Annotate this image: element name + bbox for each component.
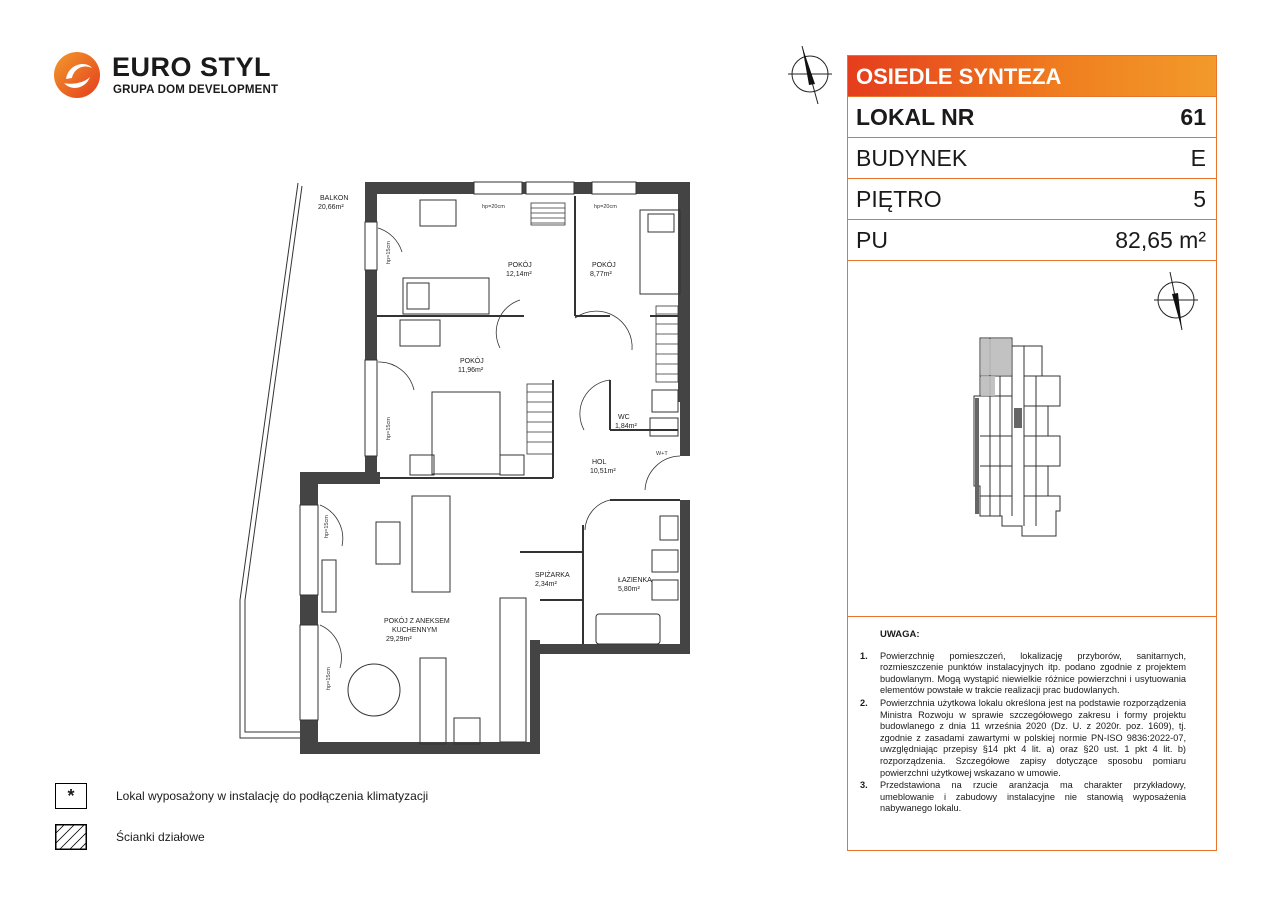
windows bbox=[299, 181, 637, 721]
info-row-lokal: LOKAL NR 61 bbox=[848, 96, 1216, 137]
room-label-lazienka: ŁAZIENKA bbox=[618, 577, 652, 584]
room-label-wc: WC bbox=[618, 414, 630, 421]
brand-logo: EURO STYL GRUPA DOM DEVELOPMENT bbox=[52, 50, 292, 102]
inner-walls bbox=[377, 196, 680, 644]
info-label: BUDYNEK bbox=[856, 144, 968, 171]
note-text: Powierzchnia użytkowa lokalu określona j… bbox=[880, 697, 1186, 778]
notes-section: UWAGA: 1. Powierzchnię pomieszczeń, loka… bbox=[848, 616, 1216, 852]
room-area-wc: 1,84m² bbox=[615, 423, 637, 430]
walls bbox=[300, 182, 690, 754]
mark-hp20-b: hp=20cm bbox=[594, 204, 617, 210]
info-value: 5 bbox=[1193, 185, 1206, 212]
room-label-pokoj3: POKÓJ bbox=[460, 356, 484, 365]
mark-wpt: W+T bbox=[656, 451, 668, 457]
note-item: 3. Przedstawiona na rzucie aranżacja ma … bbox=[860, 780, 1186, 815]
key-plan-icon bbox=[973, 337, 1061, 537]
balcony-outline bbox=[239, 182, 303, 739]
info-value: E bbox=[1190, 144, 1206, 171]
room-area-lazienka: 5,80m² bbox=[618, 586, 640, 593]
note-text: Powierzchnię pomieszczeń, lokalizację pr… bbox=[880, 650, 1186, 696]
mark-hp15-a: hp=15cm bbox=[386, 241, 392, 264]
aircon-symbol: * bbox=[55, 783, 87, 809]
note-number: 2. bbox=[860, 697, 868, 708]
info-value: 82,65 m² bbox=[1115, 226, 1206, 253]
room-area-salon: 29,29m² bbox=[386, 636, 412, 643]
room-area-pokoj2: 8,77m² bbox=[590, 271, 612, 278]
room-label-hol: HOL bbox=[592, 459, 607, 466]
room-label-salon-1: POKÓJ Z ANEKSEM bbox=[384, 616, 450, 625]
room-area-spizarka: 2,34m² bbox=[535, 581, 557, 588]
room-area-pokoj3: 11,96m² bbox=[458, 367, 484, 374]
notes-title: UWAGA: bbox=[880, 629, 920, 640]
estate-name: OSIEDLE SYNTEZA bbox=[848, 56, 1216, 96]
info-value: 61 bbox=[1180, 103, 1206, 130]
room-label-pokoj1: POKÓJ bbox=[508, 260, 532, 269]
note-item: 1. Powierzchnię pomieszczeń, lokalizację… bbox=[860, 651, 1186, 697]
logo-mark-icon bbox=[54, 52, 100, 98]
room-label-balkon: BALKON bbox=[320, 195, 348, 202]
furniture bbox=[321, 199, 681, 745]
note-text: Przedstawiona na rzucie aranżacja ma cha… bbox=[880, 780, 1186, 814]
info-row-pu: PU 82,65 m² bbox=[848, 219, 1216, 261]
legend-label: Ścianki działowe bbox=[116, 830, 205, 844]
room-area-balkon: 20,66m² bbox=[318, 204, 344, 211]
room-label-salon-2: KUCHENNYM bbox=[392, 627, 437, 634]
info-row-budynek: BUDYNEK E bbox=[848, 137, 1216, 178]
note-item: 2. Powierzchnia użytkowa lokalu określon… bbox=[860, 698, 1186, 779]
info-panel: OSIEDLE SYNTEZA LOKAL NR 61 BUDYNEK E PI… bbox=[847, 55, 1217, 851]
legend-label: Lokal wyposażony w instalację do podłącz… bbox=[116, 789, 429, 803]
north-arrow-icon bbox=[788, 45, 832, 105]
door-swings bbox=[319, 227, 681, 669]
room-area-hol: 10,51m² bbox=[590, 468, 616, 475]
room-label-pokoj2: POKÓJ bbox=[592, 260, 616, 269]
mark-hp15-b: hp=15cm bbox=[386, 417, 392, 440]
hatch-icon bbox=[55, 824, 87, 850]
info-label: LOKAL NR bbox=[856, 103, 975, 130]
info-label: PIĘTRO bbox=[856, 185, 942, 212]
info-label: PU bbox=[856, 226, 888, 253]
info-row-pietro: PIĘTRO 5 bbox=[848, 178, 1216, 219]
note-number: 1. bbox=[860, 650, 868, 661]
mark-hp20-a: hp=20cm bbox=[482, 204, 505, 210]
mark-hp15-d: hp=15cm bbox=[326, 667, 332, 690]
room-area-pokoj1: 12,14m² bbox=[506, 271, 532, 278]
mark-hp15-c: hp=15cm bbox=[324, 515, 330, 538]
brand-subtitle: GRUPA DOM DEVELOPMENT bbox=[113, 84, 279, 96]
brand-name: EURO STYL bbox=[112, 52, 272, 82]
room-label-spizarka: SPIŻARKA bbox=[535, 570, 570, 579]
north-arrow-small-icon bbox=[1154, 271, 1198, 331]
note-number: 3. bbox=[860, 780, 868, 791]
floor-plan: BALKON 20,66m² POKÓJ 12,14m² POKÓJ 8,77m… bbox=[239, 181, 690, 754]
partitions bbox=[526, 202, 679, 455]
